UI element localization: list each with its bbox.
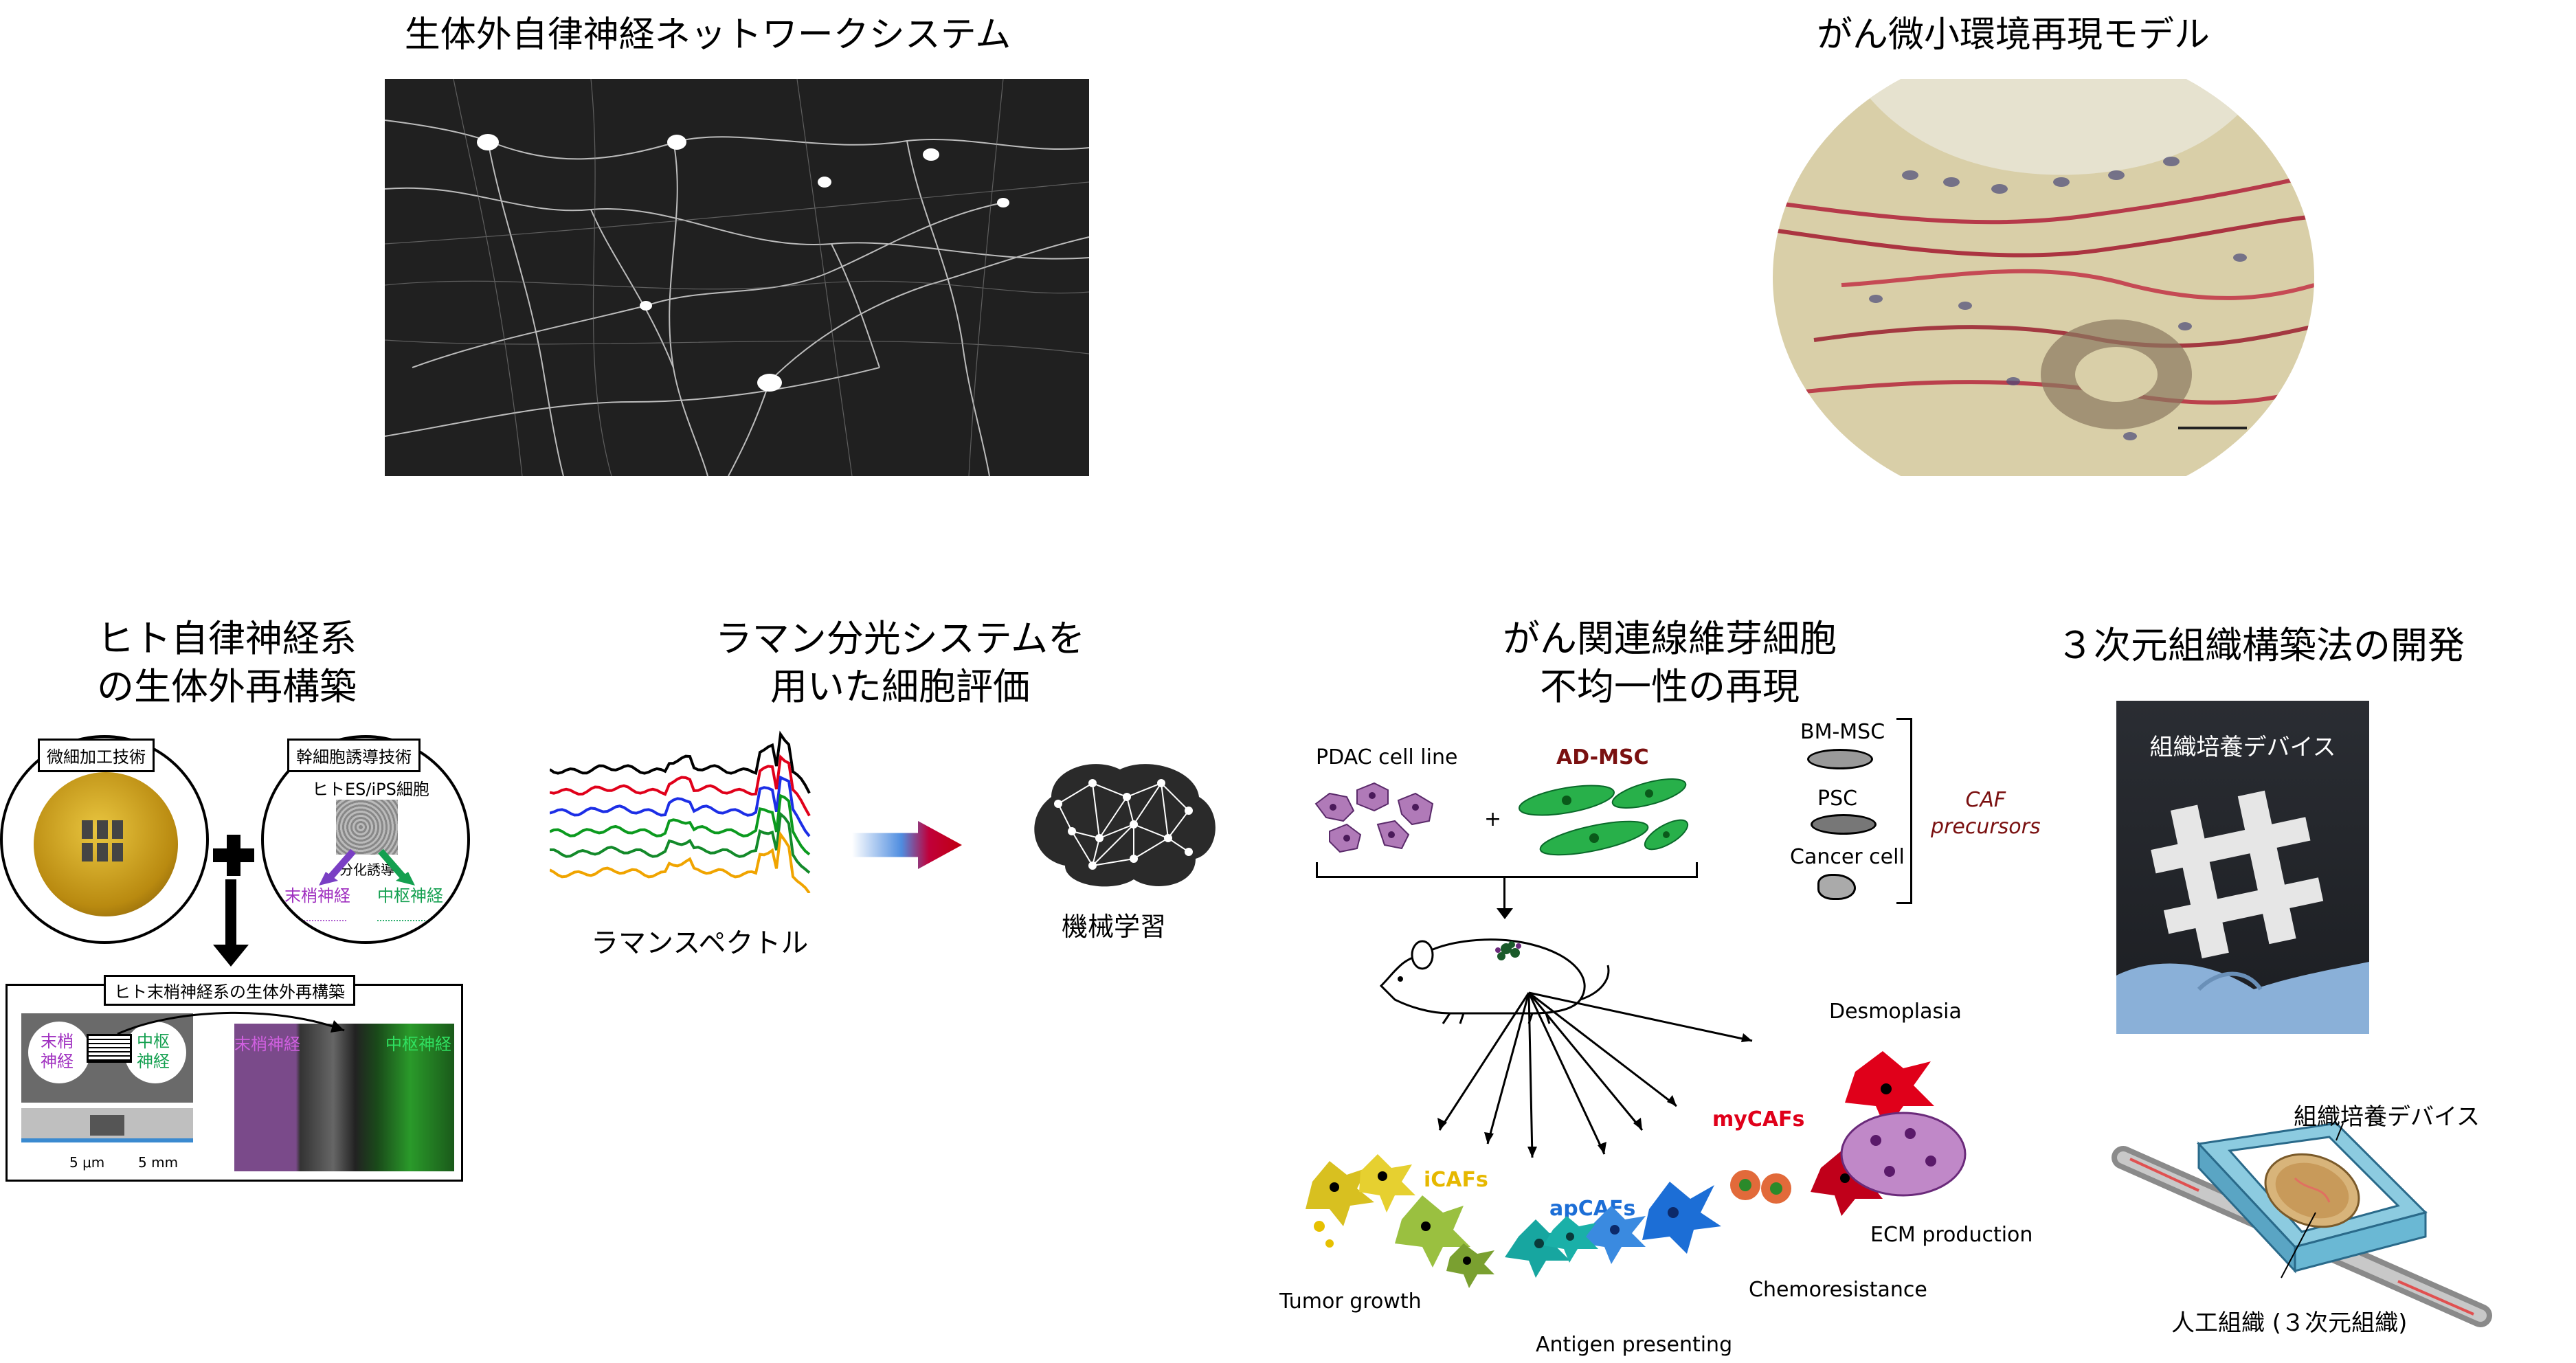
mycafs-label: myCAFs xyxy=(1712,1107,1805,1131)
chip-left-label: 末梢 神経 xyxy=(41,1032,74,1072)
chip-cross-section xyxy=(21,1108,193,1142)
spectrum-trace xyxy=(550,811,811,874)
chip-well-right: 中枢 神経 xyxy=(124,1022,186,1083)
peripheral-label: 末梢神経 xyxy=(284,886,350,905)
desmo-label: Desmoplasia xyxy=(1829,1000,1962,1024)
to-mouse-arrow-shaft xyxy=(1503,876,1505,910)
arrow-icon xyxy=(852,821,962,869)
pdac-cells xyxy=(1314,782,1434,853)
psc-cell xyxy=(1811,814,1877,835)
raman-spectra xyxy=(550,730,811,893)
panel4-title: ３次元組織構築法の開発 xyxy=(2057,624,2465,667)
chip-left-label-1: 末梢 xyxy=(41,1032,74,1051)
tumor-label: Tumor growth xyxy=(1279,1289,1422,1314)
microfab-tag: 微細加工技術 xyxy=(38,739,155,772)
spectrum-trace xyxy=(550,793,811,856)
caf-subtypes-illustration xyxy=(1306,1051,1967,1288)
chemo-label: Chemoresistance xyxy=(1749,1278,1927,1302)
neuro-system-title: 生体外自律神経ネットワークシステム xyxy=(404,14,1011,56)
bm-cell xyxy=(1807,749,1873,769)
scale-5mm: 5 mm xyxy=(138,1154,179,1171)
admsc-label: AD-MSC xyxy=(1556,745,1649,769)
mouse-icon xyxy=(1379,938,1610,1024)
cross-section-block xyxy=(90,1115,124,1136)
icafs-label: iCAFs xyxy=(1424,1168,1488,1192)
chip-schematic-top: 末梢 神経 中枢 神経 xyxy=(21,1013,193,1103)
tissue-label: 人工組織 (３次元組織) xyxy=(2171,1309,2408,1337)
panel3-title: がん関連線維芽細胞 不均一性の再現 xyxy=(1436,615,1903,711)
substrate-line xyxy=(21,1138,193,1142)
panel3-title-line1: がん関連線維芽細胞 xyxy=(1503,617,1837,660)
caf-label-1: CAF xyxy=(1965,788,2006,812)
panel2-title: ラマン分光システムを 用いた細胞評価 xyxy=(680,615,1120,711)
admsc-cells xyxy=(1518,778,1689,856)
pdac-label: PDAC cell line xyxy=(1316,745,1458,769)
radiating-arrows xyxy=(1437,991,1753,1158)
ecm-label: ECM production xyxy=(1870,1223,2033,1247)
caf-label: CAF precursors xyxy=(1931,787,2041,840)
panel2-title-line1: ラマン分光システムを xyxy=(715,617,1086,660)
device-label: 組織培養デバイス xyxy=(2294,1103,2480,1131)
brain-network-icon xyxy=(1034,764,1216,887)
induction-arrows xyxy=(319,848,415,886)
panel1-title: ヒト自律神経系 の生体外再構築 xyxy=(48,615,405,711)
spectrum-trace xyxy=(550,754,811,817)
spectrum-trace xyxy=(550,831,811,893)
panel1-title-line1: ヒト自律神経系 xyxy=(97,617,357,660)
cancer-label: Cancer cell xyxy=(1790,845,1905,869)
chip-photo xyxy=(34,772,178,916)
antigen-label: Antigen presenting xyxy=(1536,1333,1733,1357)
cells-label: ヒトES/iPS細胞 xyxy=(312,780,429,799)
psc-label: PSC xyxy=(1817,787,1858,811)
cancer-cell xyxy=(1817,874,1856,900)
panel3-title-line2: 不均一性の再現 xyxy=(1540,665,1800,709)
caf-label-2: precursors xyxy=(1931,815,2041,839)
peripheral-neurons xyxy=(284,906,346,921)
cancer-tissue-image xyxy=(1773,79,2314,476)
stemcell-photo xyxy=(336,800,398,855)
spectrum-trace xyxy=(550,775,811,837)
spectrum-label: ラマンスペクトル xyxy=(591,927,809,959)
central-neurons xyxy=(377,906,439,921)
chip-grid xyxy=(82,820,123,861)
cancer-model-title: がん微小環境再現モデル xyxy=(1816,14,2210,56)
chip-right-label-1: 中枢 xyxy=(137,1032,170,1051)
hash-device-icon xyxy=(2116,790,2369,1034)
micro-right-label: 中枢神経 xyxy=(385,1035,451,1054)
chip-well-left: 末梢 神経 xyxy=(28,1022,90,1083)
spectrum-trace xyxy=(550,730,811,794)
down-arrow-icon xyxy=(213,945,249,967)
chip-right-label-2: 神経 xyxy=(137,1051,170,1071)
microchannel xyxy=(87,1034,132,1063)
ml-label: 機械学習 xyxy=(1062,912,1167,942)
coculture-micrograph xyxy=(234,1024,454,1171)
scale-5um: 5 μm xyxy=(69,1154,105,1171)
caf-bracket xyxy=(1896,718,1912,904)
panel1-title-line2: の生体外再構築 xyxy=(97,665,357,709)
to-mouse-arrow-icon xyxy=(1497,908,1513,919)
micro-left-label: 末梢神経 xyxy=(234,1035,300,1054)
plus-sign: + xyxy=(1484,807,1502,831)
induction-label: 分化誘導 xyxy=(339,861,394,878)
chip-left-label-2: 神経 xyxy=(41,1051,74,1071)
panel2-title-line2: 用いた細胞評価 xyxy=(770,665,1030,709)
plus-icon xyxy=(213,835,254,876)
bracket-bottom xyxy=(1316,862,1698,878)
bm-label: BM-MSC xyxy=(1800,720,1885,744)
photo-label: 組織培養デバイス xyxy=(2149,734,2336,761)
stemcell-tag: 幹細胞誘導技術 xyxy=(287,739,421,772)
reconstruction-title: ヒト末梢神経系の生体外再構築 xyxy=(104,975,355,1006)
curved-arrow-icon xyxy=(117,1011,345,1035)
neuron-network-image xyxy=(385,79,1089,476)
reconstruction-box: ヒト末梢神経系の生体外再構築 末梢 神経 中枢 神経 5 μm 5 mm 末梢神… xyxy=(5,975,463,1182)
down-arrow-shaft xyxy=(225,879,236,948)
device-photo: 組織培養デバイス xyxy=(2116,701,2369,1034)
device-illustration xyxy=(2112,1122,2492,1327)
central-label: 中枢神経 xyxy=(377,886,443,905)
chip-right-label: 中枢 神経 xyxy=(137,1032,170,1072)
